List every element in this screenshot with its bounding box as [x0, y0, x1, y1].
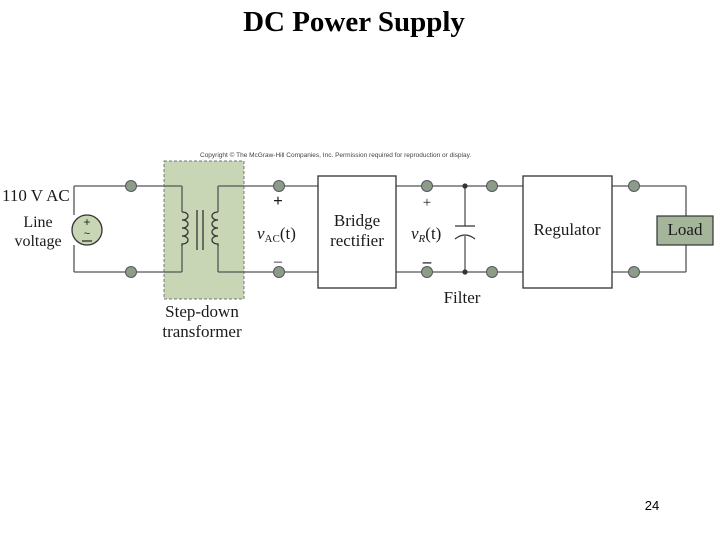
- filter-node-bottom: [462, 269, 468, 275]
- svg-text:+: +: [83, 215, 90, 229]
- svg-text:~: ~: [84, 228, 90, 240]
- slide-title: DC Power Supply: [243, 6, 465, 38]
- vac-plus-sign: +: [273, 191, 283, 210]
- filter-capacitor-icon: [454, 225, 476, 240]
- vac-minus-sign: –: [273, 253, 283, 270]
- rectifier-label-2: rectifier: [330, 231, 384, 250]
- source-voltage-label: 110 V AC: [2, 186, 70, 205]
- terminals: [125, 180, 640, 278]
- rectifier-label-1: Bridge: [334, 211, 380, 230]
- copyright-notice: Copyright © The McGraw-Hill Companies, I…: [200, 151, 471, 159]
- ac-source-icon: + ~: [71, 214, 103, 246]
- vr-minus-sign: –: [422, 252, 432, 271]
- filter-node-top: [462, 183, 468, 189]
- line-voltage-label-1: Line: [23, 214, 52, 231]
- line-voltage-label-2: voltage: [14, 233, 61, 250]
- regulator-block: [522, 175, 613, 289]
- transformer-coil-icon: [181, 210, 219, 250]
- transformer-label-2: transformer: [162, 322, 242, 341]
- transformer-label-1: Step-down: [165, 302, 239, 321]
- filter-label: Filter: [444, 288, 481, 307]
- load-label: Load: [668, 220, 703, 239]
- vr-plus-sign: +: [423, 195, 431, 211]
- page-number: 24: [644, 498, 660, 513]
- vr-label: vR(t): [411, 224, 441, 245]
- transformer-region: [163, 160, 245, 300]
- regulator-label: Regulator: [533, 220, 600, 239]
- bridge-rectifier-block: [317, 175, 397, 289]
- load-block: [656, 215, 714, 246]
- wires: [73, 185, 687, 273]
- vac-label: vAC(t): [257, 224, 296, 245]
